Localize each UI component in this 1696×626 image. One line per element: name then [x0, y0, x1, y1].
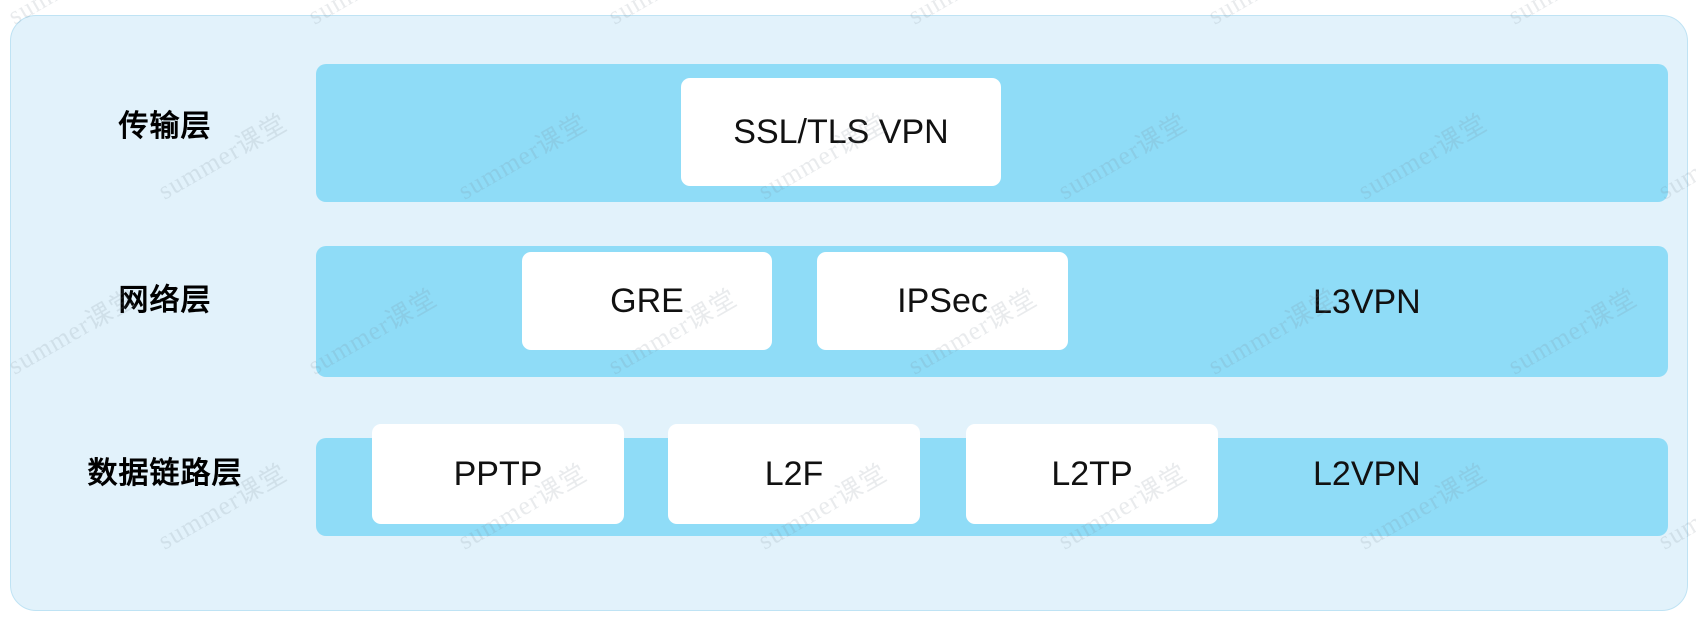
protocol-chip-l2tp[interactable]: L2TP: [966, 424, 1218, 524]
layer-label-transport: 传输层: [118, 110, 212, 143]
protocol-chip-pptp[interactable]: PPTP: [372, 424, 624, 524]
vpn-family-tag-l3vpn: L3VPN: [1313, 283, 1421, 321]
protocol-chip-gre[interactable]: GRE: [522, 252, 772, 350]
protocol-chip-ipsec[interactable]: IPSec: [817, 252, 1068, 350]
layer-label-network: 网络层: [118, 284, 212, 317]
layer-label-datalink: 数据链路层: [87, 457, 243, 490]
protocol-chip-l2f[interactable]: L2F: [668, 424, 920, 524]
protocol-chip-ssl-tls-vpn[interactable]: SSL/TLS VPN: [681, 78, 1001, 186]
diagram-panel: 传输层 网络层 数据链路层 SSL/TLS VPN GRE IPSec PPTP…: [10, 15, 1688, 611]
vpn-family-tag-l2vpn: L2VPN: [1313, 455, 1421, 493]
